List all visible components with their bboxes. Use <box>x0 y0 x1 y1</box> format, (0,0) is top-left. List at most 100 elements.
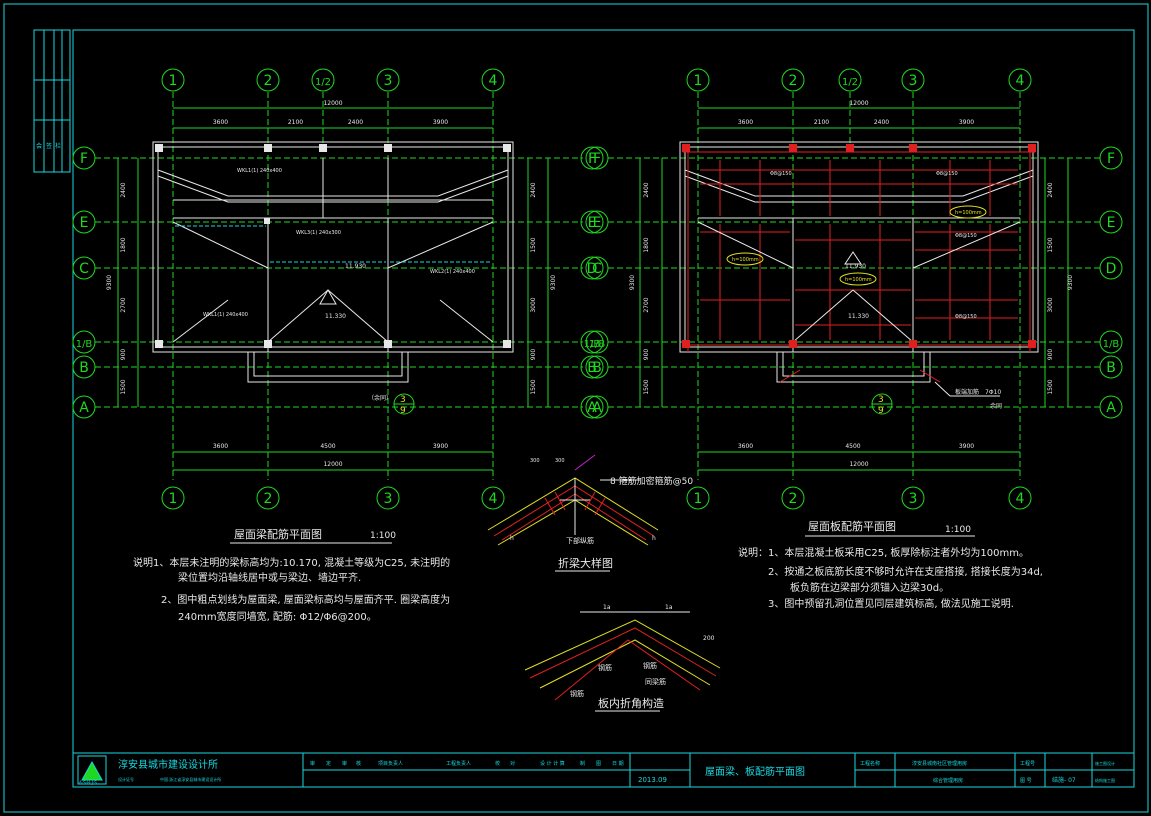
dim-total: 12000 <box>323 100 342 107</box>
axis-label: A <box>79 400 89 416</box>
left-plan-title: 屋面梁配筋平面图 <box>234 527 322 541</box>
axis-bubble <box>161 486 185 510</box>
dim-text: 3600 <box>213 119 228 126</box>
slab-thickness-text: h=100mm <box>845 277 872 283</box>
axis-bubble <box>901 486 925 510</box>
ridge-title: 折梁大样图 <box>558 556 613 570</box>
dim-text: 1500 <box>120 379 127 394</box>
axis-label: 4 <box>1016 73 1025 89</box>
axis-label: 1 <box>694 491 703 507</box>
right-plan-title: 屋面板配筋平面图 <box>808 519 896 533</box>
fold-dim: 1a <box>603 604 611 611</box>
axis-label: 1 <box>694 73 703 89</box>
axis-bubble <box>72 355 96 379</box>
axis-label: E <box>593 215 602 231</box>
right-plan-scale: 1:100 <box>945 525 971 535</box>
axis-bubble <box>311 68 335 92</box>
axis-label: E <box>80 215 89 231</box>
dim-total: 9300 <box>550 275 557 290</box>
dim-text: 2400 <box>530 182 537 197</box>
dim-text: 1500 <box>530 237 537 252</box>
date-value: 2013.09 <box>638 776 667 784</box>
axis-label: 3 <box>384 491 393 507</box>
axis-bubble <box>1099 355 1123 379</box>
fold-label: 钢筋 <box>570 689 584 698</box>
detail-ref-num: 3 <box>878 395 884 405</box>
dim-text: 4500 <box>320 443 335 450</box>
edge-note: 板端加筋 <box>955 388 979 396</box>
axis-label: 3 <box>909 73 918 89</box>
axis-label: 2 <box>264 491 273 507</box>
edge-spec: 7Φ10 <box>985 389 1001 396</box>
axis-label: B <box>587 360 597 376</box>
axis-bubble <box>1099 146 1123 170</box>
ridge-callout-bottom: 下部纵筋 <box>566 536 594 545</box>
title-cell-label: 工程负责人 <box>446 760 471 767</box>
fold-title: 板内折角构造 <box>598 696 664 710</box>
right-note-line: 说明：1、本层混凝土板采用C25, 板厚除标注者外均为100mm。 <box>738 546 1029 559</box>
axis-label: 4 <box>1016 491 1025 507</box>
title-cell-label: 对 <box>510 760 515 767</box>
axis-bubble <box>580 146 604 170</box>
title-cell-label: 设 计 计 算 <box>540 760 565 767</box>
axis-bubble <box>781 486 805 510</box>
dim-text: 900 <box>120 349 127 361</box>
elevation-label: 11.330 <box>848 313 869 320</box>
title-cell-label: 日 期 <box>612 761 624 767</box>
axis-label: E <box>588 215 597 231</box>
title-cells: 审定审核项目负责人工程负责人校对设 计 计 算制图日 期 <box>310 760 624 767</box>
axis-label: F <box>1107 151 1115 167</box>
left-note-line: 2、图中粗点划线为屋面梁, 屋面梁标高均与屋面齐平. 圈梁高度为 <box>161 593 450 606</box>
title-block: A-S-H-J-S 淳安县城市建设设计所 中国.浙江省淳安县城市建设设计所 设计… <box>72 752 1135 788</box>
left-note-line: 梁位置均沿轴线居中或与梁边、墙边平齐. <box>178 571 361 584</box>
axis-bubble <box>585 355 609 379</box>
dim-text: 3900 <box>959 119 974 126</box>
company-name: 淳安县城市建设设计所 <box>118 758 218 771</box>
elevation-label: 11.930 <box>845 263 866 270</box>
title-cell-label: 定 <box>326 760 331 767</box>
axis-label: B <box>592 360 602 376</box>
axis-bubble <box>580 210 604 234</box>
axis-bubble <box>376 486 400 510</box>
axis-bubble <box>781 68 805 92</box>
dim-text: 3600 <box>213 443 228 450</box>
axis-label: 1/B <box>589 339 606 350</box>
cert-label: 设计证号 <box>118 776 134 782</box>
company-sub: 中国.浙江省淳安县城市建设设计所 <box>160 776 221 782</box>
rebar-label: Φ8@150 <box>955 233 977 239</box>
axis-label: D <box>1106 261 1117 277</box>
dim-text: 2100 <box>288 119 303 126</box>
dim-text: 3900 <box>433 119 448 126</box>
axis-bubble <box>161 68 185 92</box>
dim-total: 9300 <box>629 275 636 290</box>
drawing-no: 结施- 07 <box>1052 776 1076 784</box>
drawing-no-label: 图 号 <box>1020 778 1032 784</box>
axis-label: B <box>1106 360 1116 376</box>
axis-label: B <box>79 360 89 376</box>
drawing-title: 屋面梁、板配筋平面图 <box>705 765 805 778</box>
axis-label: 4 <box>489 491 498 507</box>
title-cell-label: 校 <box>495 760 500 767</box>
fold-label: 钢筋 <box>643 661 657 670</box>
axis-bubble <box>585 146 609 170</box>
ridge-dim: 300 <box>555 458 565 464</box>
axis-label: 1/B <box>1103 339 1120 350</box>
axis-label: 2 <box>264 73 273 89</box>
axis-label: 1/B <box>76 339 93 350</box>
title-cell-label: 项目负责人 <box>378 760 403 767</box>
axis-bubble <box>686 486 710 510</box>
axis-label: 1/B <box>584 339 601 350</box>
ridge-beam-detail: 8 箍筋加密箍筋@50 下部纵筋 300 300 h h 折梁大样图 <box>487 454 693 572</box>
axis-bubble <box>580 355 604 379</box>
axis-bubble <box>72 330 96 354</box>
axis-bubble <box>838 68 862 92</box>
dim-text: 4500 <box>845 443 860 450</box>
axis-label: A <box>1106 400 1116 416</box>
rebar-label: Φ8@150 <box>955 314 977 320</box>
beam-label: WKL2(1) 240x400 <box>430 269 475 275</box>
slab-thickness-mark <box>949 205 987 219</box>
fold-dim: 200 <box>703 635 715 642</box>
dim-text: 2400 <box>348 119 363 126</box>
axis-bubble <box>686 68 710 92</box>
right-note-line: 3、图中预留孔洞位置见同层建筑标高, 做法见施工说明. <box>768 597 1014 610</box>
